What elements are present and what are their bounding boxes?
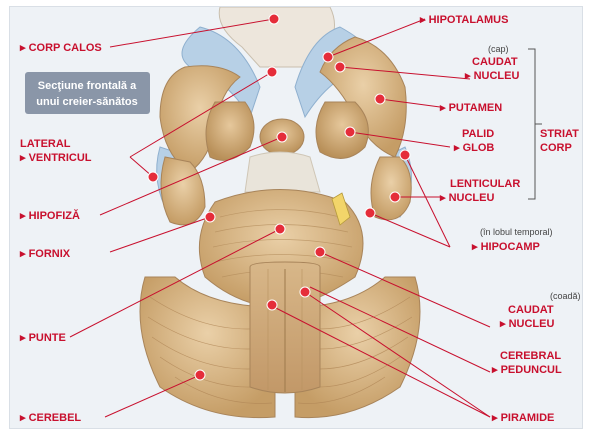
label-ventricul-2: ▸ VENTRICUL xyxy=(19,152,92,164)
dot-putamen xyxy=(375,94,385,104)
label-caudat-bottom-note: (coadă) xyxy=(550,291,581,301)
label-glob-2: ▸ GLOB xyxy=(453,142,494,154)
label-corp-calos: ▸ CORP CALOS xyxy=(19,42,102,54)
label-punte: ▸ PUNTE xyxy=(19,332,66,344)
label-caudat-bottom-2: ▸ NUCLEU xyxy=(499,318,554,330)
label-hipofiza: ▸ HIPOFIZĂ xyxy=(19,209,80,222)
label-glob-1: PALID xyxy=(462,128,494,140)
label-cerebel: ▸ CEREBEL xyxy=(19,412,81,424)
label-fornix: ▸ FORNIX xyxy=(19,248,71,260)
brain-illustration xyxy=(140,7,420,418)
label-putamen: ▸ PUTAMEN xyxy=(439,102,502,114)
dot-ventricul-2 xyxy=(148,172,158,182)
label-caudat-bottom-1: CAUDAT xyxy=(508,304,554,316)
caption-line-2: unui creier-sănătos xyxy=(36,96,137,108)
label-ventricul-1: LATERAL xyxy=(20,138,71,150)
dot-caudat-coada xyxy=(315,247,325,257)
label-caudat-top-note: (cap) xyxy=(488,44,509,54)
dot-fornix xyxy=(205,212,215,222)
label-corp-striat-2: CORP xyxy=(540,142,572,154)
dot-cerebel xyxy=(195,370,205,380)
label-peduncul-1: CEREBRAL xyxy=(500,350,561,362)
label-hipotalamus: ▸ HIPOTALAMUS xyxy=(419,14,508,26)
dot-punte xyxy=(275,224,285,234)
label-caudat-top-2: ▸ NUCLEU xyxy=(464,70,519,82)
dot-hipocamp xyxy=(400,150,410,160)
label-piramide: ▸ PIRAMIDE xyxy=(491,412,554,424)
dot-hipofiza xyxy=(277,132,287,142)
dot-caudat-cap xyxy=(335,62,345,72)
dot-hipocamp-2 xyxy=(365,208,375,218)
label-peduncul-2: ▸ PEDUNCUL xyxy=(491,364,562,376)
dot-lenticular xyxy=(390,192,400,202)
label-hipocamp: ▸ HIPOCAMP xyxy=(471,241,540,253)
label-corp-striat-1: STRIAT xyxy=(540,128,579,140)
label-caudat-top-1: CAUDAT xyxy=(472,56,518,68)
dot-corp-calos xyxy=(269,14,279,24)
label-lenticular-1: LENTICULAR xyxy=(450,178,520,190)
label-hipocamp-note: (în lobul temporal) xyxy=(480,227,553,237)
label-lenticular-2: ▸ NUCLEU xyxy=(439,192,494,204)
dot-piramide-2 xyxy=(300,287,310,297)
brain-diagram: Secţiune frontală a unui creier-sănătos xyxy=(10,7,582,428)
caption-line-1: Secţiune frontală a xyxy=(38,80,137,92)
dot-ventricul xyxy=(267,67,277,77)
dot-glob xyxy=(345,127,355,137)
dot-hipotalamus xyxy=(323,52,333,62)
diagram-panel: Secţiune frontală a unui creier-sănătos xyxy=(9,6,583,429)
caption-box: Secţiune frontală a unui creier-sănătos xyxy=(25,72,150,114)
dot-piramide xyxy=(267,300,277,310)
